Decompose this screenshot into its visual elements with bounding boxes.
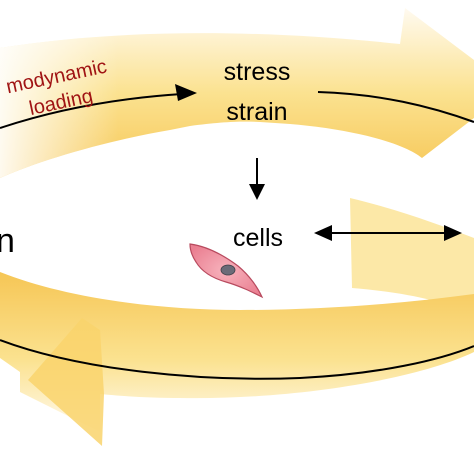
bottom-band <box>0 272 474 432</box>
left-fragment-label: n <box>0 222 15 260</box>
double-arrow-right-head <box>444 225 462 241</box>
top-cycle-line-right <box>317 91 474 123</box>
strain-label: strain <box>226 98 287 126</box>
top-cycle-line <box>0 93 183 129</box>
stress-label: stress <box>224 58 291 86</box>
cell-icon <box>189 243 264 299</box>
top-cycle-line-arrowhead <box>175 84 197 101</box>
double-arrow-left-head <box>314 225 332 241</box>
cells-label: cells <box>233 224 283 252</box>
bottom-cycle-line <box>0 339 474 380</box>
right-band <box>350 198 474 316</box>
top-cycle-arrow-fade <box>0 8 474 178</box>
down-arrow-head <box>249 184 265 200</box>
bottom-arrow-head <box>28 318 104 446</box>
